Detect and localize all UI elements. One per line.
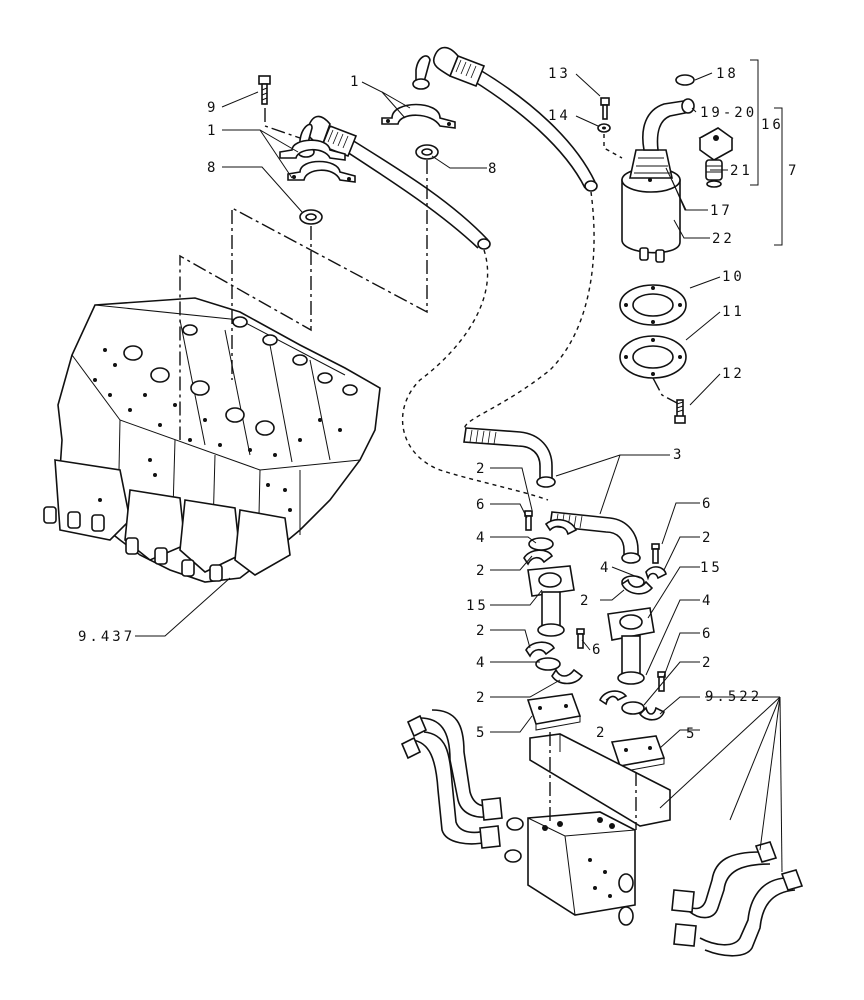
callout-4-c: 4 [600, 560, 611, 576]
hose-upper-left [297, 115, 491, 250]
callout-1-lower: 1 [207, 123, 218, 139]
callout-3: 3 [673, 447, 684, 463]
callout-2-g: 2 [702, 655, 713, 671]
boot-ring-18 [675, 74, 695, 86]
callout-22: 22 [712, 231, 735, 247]
callout-15-right: 15 [700, 560, 723, 576]
valve-bolts [123, 316, 358, 436]
callout-2-c: 2 [476, 623, 487, 639]
callout-4-d: 4 [702, 593, 713, 609]
plate-11 [619, 335, 687, 379]
distribution-block [527, 811, 636, 916]
bracket [529, 733, 671, 827]
callout-6-b: 6 [702, 496, 713, 512]
callout-6-c: 6 [592, 642, 603, 658]
clamp-1-upper [381, 103, 456, 129]
callout-12: 12 [722, 366, 745, 382]
washer-14 [597, 123, 611, 133]
callout-11: 11 [722, 304, 745, 320]
callout-2-b: 2 [476, 563, 487, 579]
clamp-1-lower [279, 139, 356, 183]
callout-5-left: 5 [476, 725, 487, 741]
pilot-control-unit [621, 98, 695, 263]
hose-3-lower [549, 511, 641, 564]
bolt-12 [674, 399, 686, 424]
callout-7: 7 [788, 163, 799, 179]
switch-21 [698, 127, 734, 188]
flange-tube-15-right [607, 607, 655, 685]
callout-9: 9 [207, 100, 218, 116]
reference-9-437: 9.437 [78, 629, 135, 645]
callout-19-20: 19-20 [700, 105, 757, 121]
callout-1-upper: 1 [350, 74, 361, 90]
callout-2-f: 2 [580, 593, 591, 609]
callout-2-a: 2 [476, 461, 487, 477]
leader-lines [135, 72, 783, 873]
callout-2-h: 2 [596, 725, 607, 741]
pipes-right [618, 841, 804, 957]
clamps-2 [523, 518, 667, 721]
valve-fittings [43, 506, 223, 582]
callout-2-d: 2 [476, 690, 487, 706]
callout-4-a: 4 [476, 530, 487, 546]
callout-8-right: 8 [488, 161, 499, 177]
flange-plate-5-left [526, 693, 582, 731]
centerlines-upper [179, 108, 623, 501]
callout-17: 17 [710, 203, 733, 219]
hose-upper-right [412, 46, 598, 192]
callout-14: 14 [548, 108, 571, 124]
control-valve-assembly [43, 297, 381, 583]
callout-6-a: 6 [476, 497, 487, 513]
hose-3-upper [463, 427, 556, 488]
callout-8-left: 8 [207, 160, 218, 176]
valve-holes [93, 348, 342, 512]
flange-tube-15-left [527, 565, 575, 637]
callout-18: 18 [716, 66, 739, 82]
centerline-12 [652, 377, 678, 404]
callout-21: 21 [730, 163, 753, 179]
pipes-left [400, 709, 524, 863]
callout-5-right: 5 [686, 726, 697, 742]
callout-4-b: 4 [476, 655, 487, 671]
bolt-9 [258, 75, 271, 105]
group-brackets [750, 59, 783, 246]
centerlines-lower [549, 732, 637, 830]
washer-8-left [299, 209, 323, 225]
reference-9-522: 9.522 [705, 689, 762, 705]
washer-8-right [415, 144, 439, 160]
orings-4 [528, 537, 645, 715]
callout-15-left: 15 [466, 598, 489, 614]
callout-10: 10 [722, 269, 745, 285]
callout-16: 16 [761, 117, 784, 133]
callout-6-d: 6 [702, 626, 713, 642]
plate-10 [619, 284, 687, 326]
bolt-13 [600, 97, 610, 120]
callout-labels: 1 1 9 8 8 13 14 18 19-20 16 21 7 17 22 1… [78, 66, 799, 742]
callout-13: 13 [548, 66, 571, 82]
callout-2-e: 2 [702, 530, 713, 546]
